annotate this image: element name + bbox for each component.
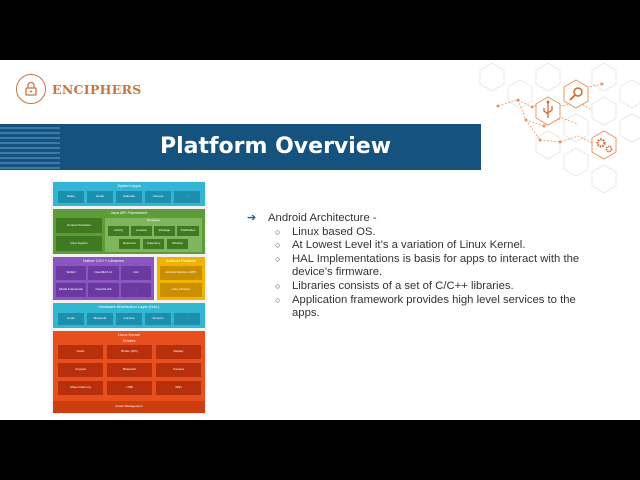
view-system-box: View System <box>56 236 102 251</box>
title-band: Platform Overview <box>0 124 481 170</box>
java-api-title: Java API Framework <box>110 210 148 215</box>
hexagon-network-graphic <box>479 62 640 194</box>
linux-kernel-title: Linux Kernel <box>117 332 141 337</box>
circle-bullet-icon: ○ <box>275 294 281 305</box>
sub-bullet: ○ Libraries consists of a set of C/C++ li… <box>275 279 604 294</box>
bullet-list: ➔ Android Architecture - ○ Linux based OS… <box>244 212 604 321</box>
driver-box: Audio <box>58 345 103 359</box>
driver-box: Bluetooth <box>107 363 152 377</box>
circle-bullet-icon: ○ <box>275 280 281 291</box>
circle-bullet-icon: ○ <box>275 240 281 251</box>
linux-kernel-layer: Linux Kernel Drivers Audio Binder (IPC) … <box>53 331 205 413</box>
driver-box: Display <box>156 345 201 359</box>
manager-box: Telephony <box>143 239 164 249</box>
system-app-box: Dialer <box>58 191 84 203</box>
slide: ENCIPHERS <box>0 60 640 420</box>
system-app-box: Calendar <box>116 191 142 203</box>
android-runtime-layer: Android Runtime Android Runtime (ART) Co… <box>157 257 205 300</box>
lock-icon <box>16 74 46 104</box>
native-lib-box: Libc <box>121 266 151 280</box>
manager-box: Window <box>167 239 188 249</box>
magnifier-icon <box>563 79 589 109</box>
driver-box: WIFI <box>156 381 201 395</box>
sub-bullet-text: Application framework provides high leve… <box>292 293 576 320</box>
native-lib-box: Media Framework <box>56 283 86 297</box>
hal-box: Camera <box>116 313 142 325</box>
java-api-layer: Java API Framework Content Providers Vie… <box>53 209 205 254</box>
sub-bullet-text: Libraries consists of a set of C/C++ lib… <box>292 279 514 292</box>
core-libraries-box: Core Libraries <box>160 283 202 297</box>
page-title: Platform Overview <box>159 134 392 159</box>
manager-box: Resource <box>119 239 140 249</box>
driver-box: Shared Memory <box>58 381 103 395</box>
native-libraries-title: Native C/C++ Libraries <box>83 258 124 263</box>
gears-icon <box>591 130 617 160</box>
driver-box: Binder (IPC) <box>107 345 152 359</box>
sub-bullet: ○ Linux based OS. <box>275 225 604 240</box>
native-libraries-layer: Native C/C++ Libraries Webkit OpenMAX AL… <box>53 257 154 300</box>
driver-box: Keypad <box>58 363 103 377</box>
bullet-main: ➔ Android Architecture - <box>244 212 604 226</box>
bullet-main-text: Android Architecture - <box>268 212 377 224</box>
android-architecture-diagram: System Apps Dialer Email Calendar Camera… <box>51 181 207 414</box>
sub-bullet: ○ HAL Implementations is basis for apps t… <box>275 252 604 280</box>
manager-box: Location <box>131 226 152 236</box>
sub-bullet: ○ At Lowest Level it’s a variation of Lin… <box>275 239 604 253</box>
manager-box: Notification <box>177 226 199 236</box>
hal-box: ... <box>174 313 200 325</box>
usb-icon <box>535 96 561 126</box>
sub-bullet-text: Linux based OS. <box>292 225 376 238</box>
logo-text: ENCIPHERS <box>52 81 142 97</box>
driver-box: Camera <box>156 363 201 377</box>
hal-title: Hardware Abstraction Layer (HAL) <box>98 304 160 309</box>
system-app-box: ... <box>174 191 200 203</box>
driver-box: USB <box>107 381 152 395</box>
art-box: Android Runtime (ART) <box>160 266 202 280</box>
system-apps-title: System Apps <box>117 183 141 188</box>
hal-layer: Hardware Abstraction Layer (HAL) Audio B… <box>53 303 205 328</box>
system-app-box: Email <box>87 191 113 203</box>
sub-bullet-list: ○ Linux based OS. ○ At Lowest Level it’s a… <box>244 226 604 321</box>
sub-bullet-text: HAL Implementations is basis for apps to… <box>292 252 580 279</box>
circle-bullet-icon: ○ <box>275 253 281 264</box>
sub-bullet-text: At Lowest Level it’s a variation of Linu… <box>292 239 526 252</box>
sub-bullet: ○ Application framework provides high lev… <box>275 293 604 321</box>
system-app-box: Camera <box>145 191 171 203</box>
hal-box: Audio <box>58 313 84 325</box>
title-stripes <box>0 124 60 170</box>
arrow-right-icon: ➔ <box>247 212 257 224</box>
manager-box: Activity <box>108 226 129 236</box>
hal-box: Sensors <box>145 313 171 325</box>
native-lib-box: ... <box>121 283 151 297</box>
power-management-box: Power Management <box>53 401 205 413</box>
circle-bullet-icon: ○ <box>275 226 281 237</box>
hal-box: Bluetooth <box>87 313 113 325</box>
manager-box: Package <box>154 226 175 236</box>
native-lib-box: OpenGL ES <box>88 283 119 297</box>
native-lib-box: OpenMAX AL <box>88 266 119 280</box>
company-logo: ENCIPHERS <box>16 73 142 105</box>
system-apps-layer: System Apps Dialer Email Calendar Camera… <box>53 182 205 206</box>
native-lib-box: Webkit <box>56 266 86 280</box>
content-providers-box: Content Providers <box>56 218 102 233</box>
android-runtime-title: Android Runtime <box>166 258 196 263</box>
drivers-title: Drivers <box>122 338 136 343</box>
